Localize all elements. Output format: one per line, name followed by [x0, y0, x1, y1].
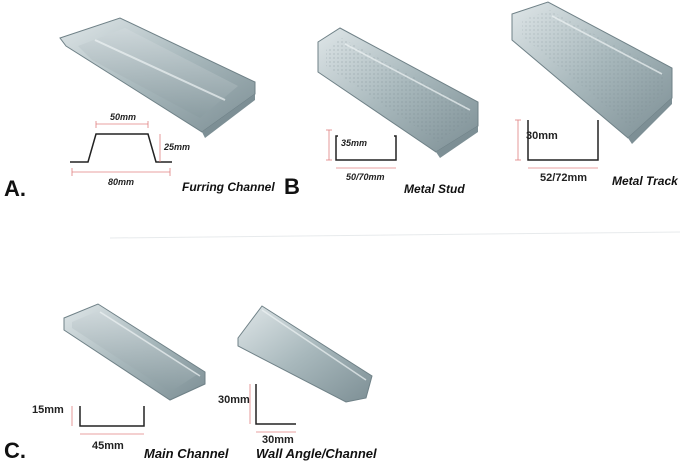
furring-channel-illustration	[59, 17, 256, 138]
metal-track-caption: Metal Track	[612, 174, 678, 188]
section-label-a: A.	[4, 176, 26, 201]
furring-channel-caption: Furring Channel	[182, 180, 275, 194]
faint-separator	[109, 231, 681, 239]
metal-stud-dimension-lines	[326, 129, 396, 169]
main-channel-dim-width: 45mm	[92, 440, 124, 452]
main-channel-dim-height: 15mm	[32, 404, 64, 416]
metal-stud-profile	[335, 135, 397, 161]
main-channel-caption: Main Channel	[144, 446, 229, 461]
metal-stud-caption: Metal Stud	[404, 182, 465, 196]
metal-stud-illustration	[317, 27, 479, 158]
metal-stud-dim-height: 35mm	[341, 138, 368, 148]
furring-dim-width: 80mm	[108, 177, 135, 187]
furring-channel-profile	[70, 133, 172, 163]
metal-track-profile	[527, 120, 599, 161]
wall-angle-illustration	[237, 305, 373, 403]
metal-stud-dim-width: 50/70mm	[346, 172, 385, 182]
metal-track-illustration	[511, 1, 673, 144]
main-channel-illustration	[63, 303, 206, 401]
metal-track-dim-height: 30mm	[526, 130, 558, 142]
main-channel-dimension-lines	[71, 406, 144, 435]
section-label-b: B	[284, 174, 300, 199]
metal-track-dim-width: 52/72mm	[540, 172, 588, 184]
furring-dimension-lines	[71, 121, 171, 176]
furring-dim-height: 25mm	[164, 142, 191, 152]
metal-track-dimension-lines	[515, 119, 598, 169]
furring-dim-top: 50mm	[110, 112, 137, 122]
wall-angle-dim-width: 30mm	[262, 434, 294, 446]
wall-angle-dim-height: 30mm	[218, 394, 250, 406]
wall-angle-dimension-lines	[249, 384, 296, 433]
main-channel-profile	[79, 406, 145, 427]
wall-angle-caption: Wall Angle/Channel	[256, 446, 377, 461]
section-label-c: C.	[4, 438, 26, 463]
wall-angle-profile	[255, 384, 296, 425]
